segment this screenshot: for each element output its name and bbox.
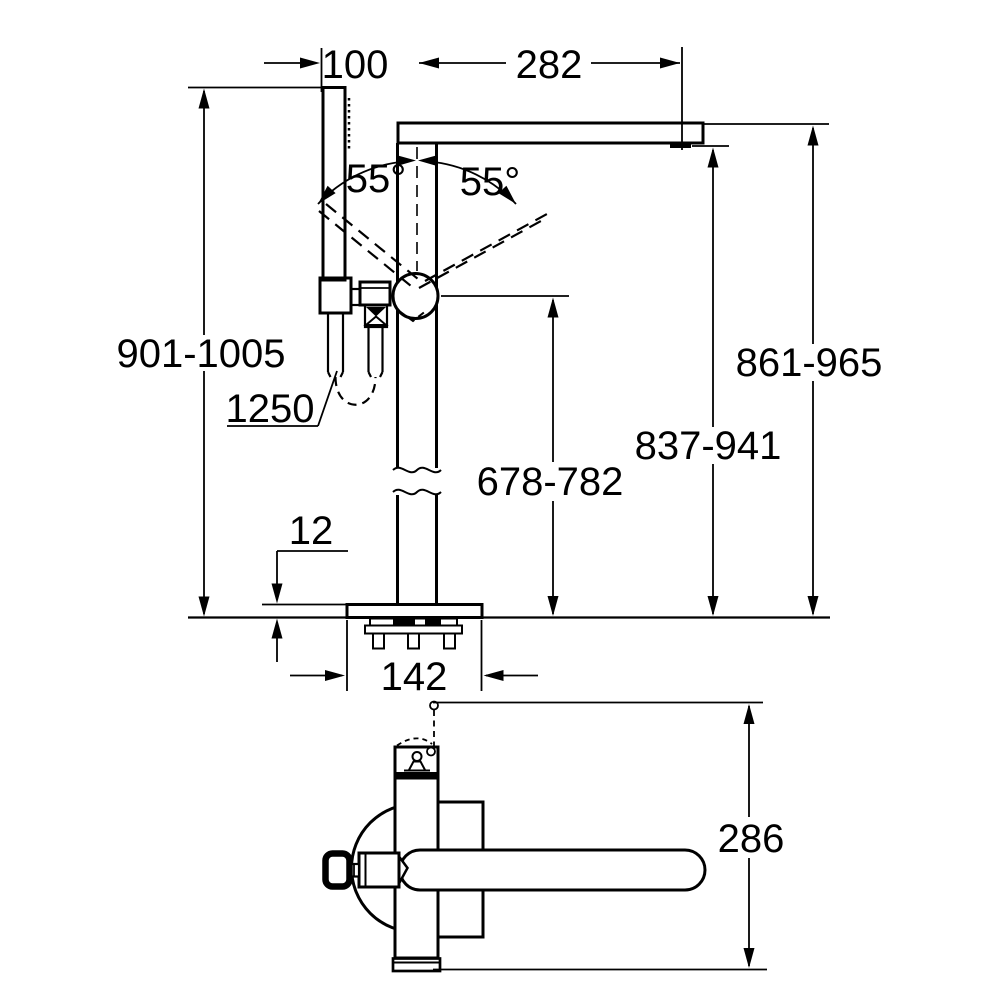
- pivot-joint: [317, 155, 548, 323]
- dim-hose-length: 1250: [226, 370, 338, 431]
- check-valve: [363, 303, 389, 329]
- riser-column: [392, 143, 442, 605]
- mount-bolt-1: [372, 632, 385, 650]
- dim-label-12: 12: [289, 509, 334, 553]
- arrowhead-bottom: [807, 596, 819, 616]
- plan-view: 286: [322, 700, 785, 973]
- arc-arrow-left-end: [318, 185, 336, 204]
- dim-label-861-965: 861-965: [736, 341, 883, 385]
- plan-handle-knob: [322, 850, 353, 890]
- mount-bolt-3: [443, 632, 456, 650]
- arrowhead-left: [419, 57, 439, 69]
- arrowhead-top: [547, 297, 559, 318]
- arrowhead-left: [325, 670, 345, 681]
- spout-body: [396, 121, 705, 145]
- swivel-lever-right-b: [424, 213, 548, 282]
- dim-label-282: 282: [516, 43, 583, 87]
- base: [188, 603, 830, 650]
- arrowhead-top: [707, 147, 719, 168]
- mounting-kit: [364, 617, 463, 650]
- mount-bolt-2: [407, 632, 420, 650]
- plan-dashed-arc: [396, 737, 433, 747]
- arrowhead-bottom: [198, 596, 210, 617]
- base-plate: [345, 603, 484, 619]
- leader-line: [317, 370, 338, 427]
- lever-bottom-dash: [398, 309, 428, 323]
- break-line-bottom: [392, 488, 442, 496]
- plan-foot-flange: [391, 957, 442, 973]
- dim-plate-thickness: 12: [262, 509, 348, 662]
- dim-spout-top-height: 861-965: [703, 123, 883, 616]
- dim-label-901-1005: 901-1005: [116, 332, 285, 376]
- arrowhead-top: [807, 125, 819, 146]
- elbow: [358, 280, 392, 307]
- dim-label-100: 100: [322, 43, 389, 87]
- dim-lever-height: 678-782: [441, 295, 624, 616]
- arrowhead-top: [198, 88, 210, 109]
- swivel-lever-right-a: [418, 220, 542, 289]
- side-view: 100 282 55° 55° 901-1005 1250: [116, 43, 882, 699]
- shower-holder-glyph: [404, 751, 430, 772]
- dim-hand-shower-offset: 100: [264, 43, 388, 92]
- grip-chamfer-r: [339, 371, 344, 378]
- tube-chamfer-l: [367, 371, 372, 378]
- dim-label-837-941: 837-941: [635, 424, 782, 468]
- dim-label-1250: 1250: [226, 387, 315, 431]
- arc-arrow-left-top: [396, 155, 416, 166]
- plan-bracket-bar: [396, 772, 437, 780]
- plan-spout: [398, 848, 707, 892]
- arrowhead-right: [660, 57, 680, 69]
- dim-label-142: 142: [381, 655, 448, 699]
- dim-spout-outlet-height: 837-941: [635, 145, 782, 616]
- aerator: [670, 143, 691, 148]
- shower-bracket: [318, 276, 353, 315]
- arrowhead-top: [743, 704, 755, 724]
- dim-plate-width: 142: [290, 620, 538, 699]
- tube-chamfer-r: [379, 371, 384, 378]
- dim-label-286: 286: [718, 817, 785, 861]
- arrowhead-up: [271, 618, 283, 639]
- arrowhead-bottom: [707, 596, 719, 616]
- grip-chamfer-l: [327, 371, 332, 378]
- arc-arrow-right-end: [498, 185, 516, 204]
- dim-spout-reach: 282: [419, 43, 683, 150]
- arrowhead-down: [271, 583, 283, 604]
- dim-label-678-782: 678-782: [477, 460, 624, 504]
- hose-connection: [334, 280, 392, 406]
- glyph-base: [408, 760, 426, 771]
- plan-stem-dot: [429, 700, 439, 711]
- check-valve-lower: [363, 315, 389, 326]
- dim-label-angle-left: 55°: [346, 157, 407, 201]
- arrowhead-bottom: [547, 596, 559, 616]
- arc-arrow-right-top: [418, 155, 438, 166]
- arrowhead-bottom: [743, 948, 755, 968]
- swivel-lever-left-b: [325, 203, 419, 280]
- hand-shower-body: [321, 86, 347, 282]
- arrowhead: [300, 57, 320, 69]
- check-valve-upper: [366, 307, 386, 317]
- hand-shower: [318, 86, 353, 378]
- break-line-top: [392, 466, 442, 474]
- dim-label-angle-right: 55°: [460, 160, 521, 204]
- shower-hose-loop: [334, 376, 377, 406]
- arrowhead-right: [483, 670, 504, 681]
- dim-overall-depth: 286: [433, 701, 785, 971]
- mount-flange-fill-a: [393, 619, 415, 625]
- mount-bar: [364, 624, 463, 635]
- mount-flange-fill-b: [425, 619, 441, 625]
- dim-total-height: 901-1005: [116, 86, 322, 617]
- plan-pivot-dot: [426, 746, 436, 757]
- spout: [396, 121, 705, 148]
